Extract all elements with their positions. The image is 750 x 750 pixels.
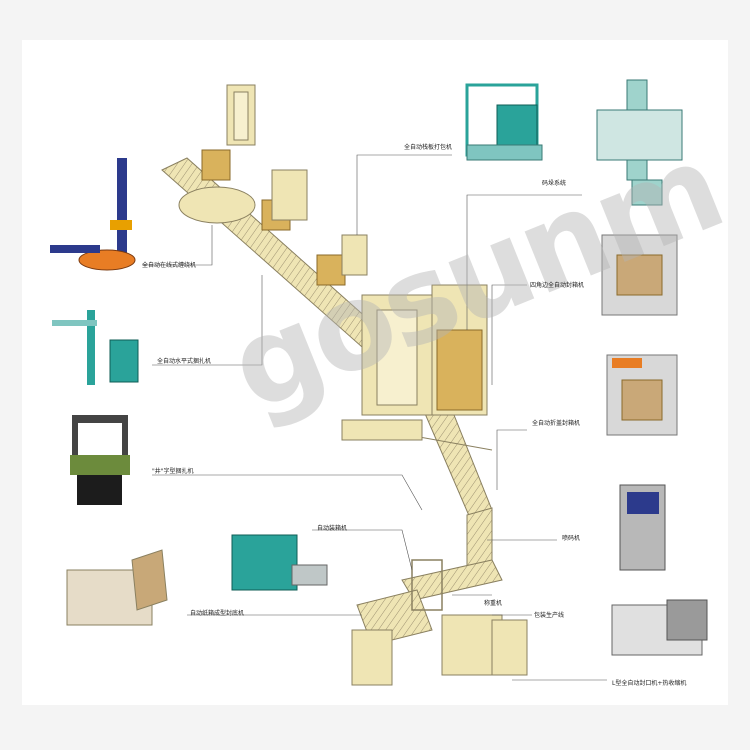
palletizer-tower: [178, 84, 368, 286]
leader-lines: [142, 154, 607, 681]
label-production-line: 包装生产线: [534, 612, 565, 619]
central-machine: [341, 284, 493, 451]
full-auto-strapping-machine: [465, 83, 543, 161]
palletizing-system-machine: [596, 79, 683, 206]
diagram-canvas: gosunm 全自动栈板打包机 码垛系统 全自动在线式缠绕机 四角边全自动封箱机…: [22, 40, 738, 705]
label-horizontal-strapper: 全自动水平式捆扎机: [157, 358, 212, 365]
label-folding-sealer: 全自动折盖封箱机: [532, 420, 581, 427]
auto-case-packer-machine: [231, 534, 328, 591]
label-l-sealer-shrink: L型全自动封口机+热收缩机: [612, 680, 687, 687]
bottom-frames: [351, 559, 528, 686]
well-strapper-machine: [70, 415, 130, 505]
label-corner-sealer: 四角边全自动封箱机: [530, 282, 585, 289]
label-weighing: 称重机: [484, 600, 503, 607]
label-case-erector: 自动纸箱成型封底机: [190, 610, 245, 617]
label-palletizing-system: 码垛系统: [542, 180, 567, 187]
label-stretch-wrapper: 全自动在线式缠绕机: [142, 262, 197, 269]
label-well-strapper: "井"字型捆扎机: [152, 468, 194, 475]
inkjet-printer-machine: [619, 484, 666, 571]
stretch-wrapper-machine: [50, 158, 136, 271]
box-stack-3: [316, 254, 346, 286]
label-inkjet-printer: 喷码机: [562, 535, 581, 542]
folding-sealer-machine: [606, 354, 678, 436]
box-stack-1: [201, 149, 231, 181]
label-strapping-full-auto: 全自动栈板打包机: [404, 144, 453, 151]
packaging-line-diagram: [50, 79, 708, 686]
l-sealer-shrink-machine: [611, 599, 708, 656]
horizontal-strapper-machine: [52, 310, 139, 385]
label-auto-case-packer: 自动装箱机: [317, 525, 348, 532]
corner-sealer-machine: [601, 234, 678, 316]
case-erector-machine: [66, 549, 168, 626]
